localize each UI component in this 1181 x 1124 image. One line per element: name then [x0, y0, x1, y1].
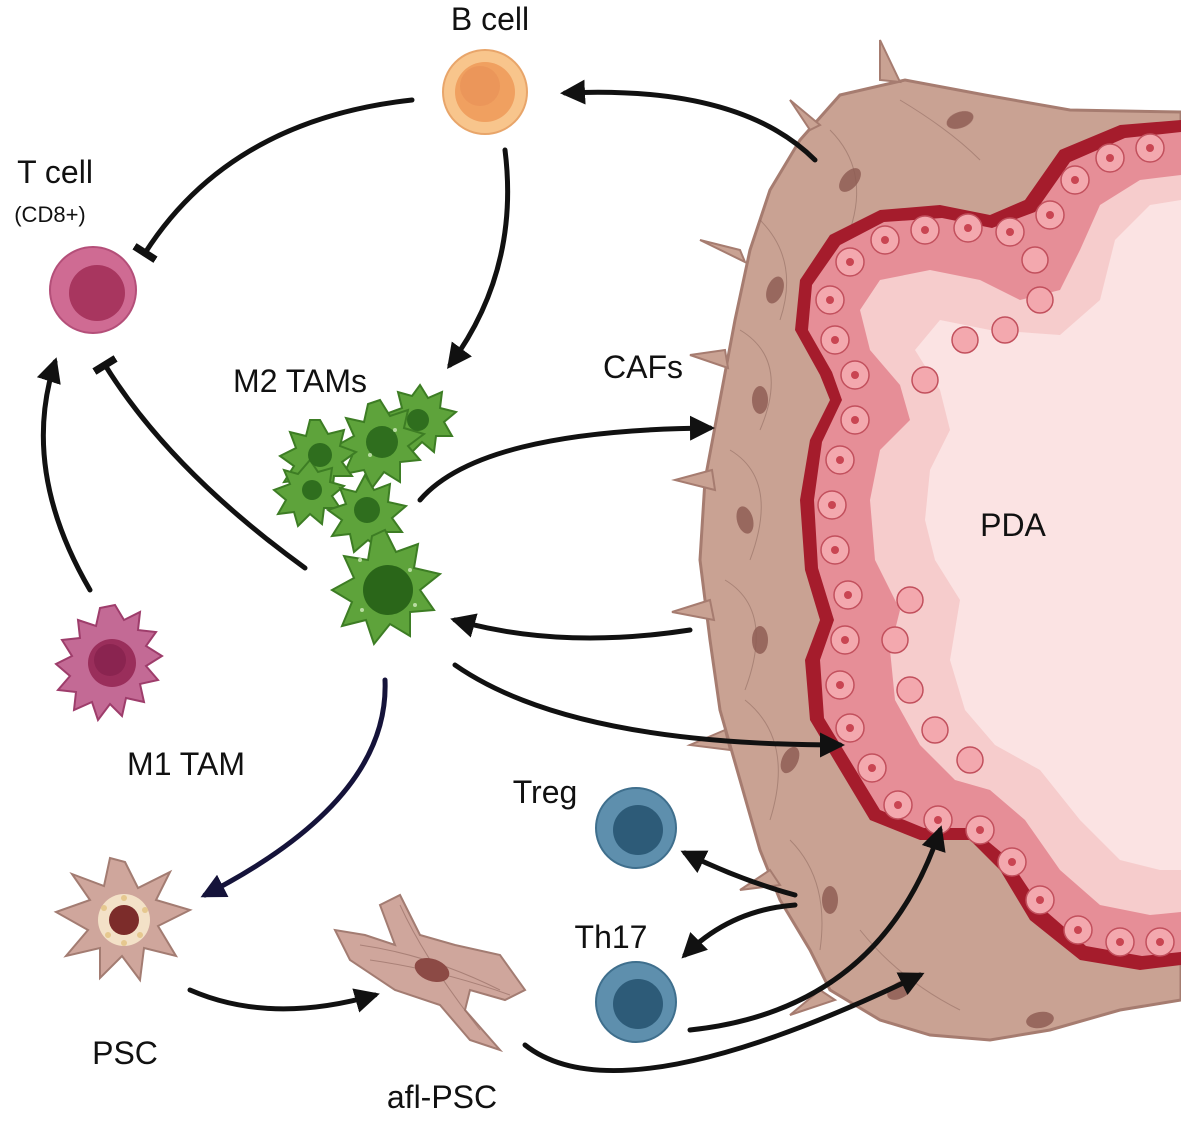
label-afl-psc: afl-PSC [387, 1079, 497, 1115]
label-th17: Th17 [575, 919, 648, 955]
arrow-psc-to-aflpsc [187, 987, 380, 1013]
psc-icon [53, 856, 193, 983]
inhibit-m2-to-tcell [92, 355, 308, 571]
th17-icon [595, 961, 677, 1043]
arrow-pda-to-th17 [681, 902, 798, 959]
label-t-cell-sub: (CD8+) [14, 202, 86, 227]
arrow-pda-to-treg [680, 850, 798, 898]
pda-tumor-icon [671, 39, 1181, 1042]
m2-tam-cluster-icon [272, 383, 459, 647]
label-cafs: CAFs [603, 349, 683, 385]
label-b-cell: B cell [451, 1, 529, 37]
treg-icon [595, 787, 677, 869]
arrow-pda-to-bcell [560, 79, 818, 163]
inhibit-bcell-to-tcell [132, 97, 415, 263]
label-psc: PSC [92, 1035, 158, 1071]
arrow-m1-to-tcell [36, 357, 93, 593]
label-m1-tam: M1 TAM [127, 746, 245, 782]
label-pda: PDA [980, 507, 1046, 543]
arrow-m2-to-pda [452, 662, 845, 758]
t-cell-icon [49, 246, 137, 334]
arrow-m2-to-psc [200, 677, 388, 898]
arrow-aflpsc-to-pda [522, 972, 925, 1074]
arrow-bcell-to-m2 [447, 147, 511, 370]
label-t-cell: T cell [17, 154, 93, 190]
arrow-m2-to-cafs [417, 415, 715, 503]
afl-psc-icon [333, 893, 527, 1053]
m1-tam-icon [54, 603, 164, 723]
arrow-th17-to-pda [687, 825, 946, 1033]
b-cell-icon [442, 49, 528, 135]
label-m2-tams: M2 TAMs [233, 363, 367, 399]
label-treg: Treg [513, 774, 578, 810]
arrows [36, 79, 946, 1074]
arrow-pda-to-m2 [450, 613, 693, 641]
